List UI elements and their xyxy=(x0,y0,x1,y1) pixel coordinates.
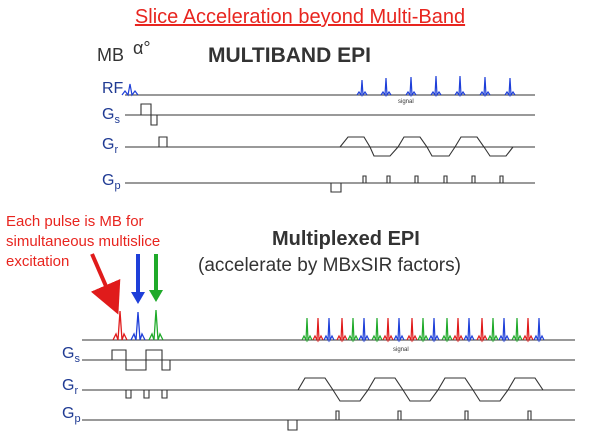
bottom-readout-train xyxy=(297,377,544,402)
bottom-slice-gradient xyxy=(111,349,171,371)
bottom-signal-label: signal xyxy=(393,347,409,353)
top-slice-gradient xyxy=(140,103,158,126)
top-gs-label: Gs xyxy=(102,106,120,127)
slide-title: Slice Acceleration beyond Multi-Band xyxy=(134,6,466,28)
green-arrow xyxy=(149,254,163,302)
bottom-echo-train xyxy=(301,317,545,343)
bottom-gp-label: Gp xyxy=(62,405,81,426)
top-rf-label: RF xyxy=(102,80,124,97)
blue-rf-pulse xyxy=(130,311,146,341)
multiplexed-epi-heading: Multiplexed EPI xyxy=(272,228,420,250)
blue-arrow xyxy=(131,254,145,304)
red-rf-pulse xyxy=(112,310,128,341)
bottom-readout-prephasers xyxy=(125,390,168,399)
multiband-epi-heading: MULTIBAND EPI xyxy=(208,44,371,67)
red-arrow xyxy=(90,253,121,315)
flip-angle-label: α° xyxy=(133,38,151,58)
top-readout-train xyxy=(339,136,514,157)
bottom-gs-label: Gs xyxy=(62,345,80,366)
top-readout-prephaser xyxy=(158,136,168,147)
top-gr-label: Gr xyxy=(102,136,119,157)
pulse-annotation: Each pulse is MB for simultaneous multis… xyxy=(6,213,161,270)
top-signal-label: signal xyxy=(398,99,414,105)
multiplexed-epi-subheading: (accelerate by MBxSIR factors) xyxy=(198,255,461,276)
top-phase-prephaser xyxy=(330,183,342,193)
top-gp-label: Gp xyxy=(102,172,121,193)
bottom-phase-prephaser xyxy=(287,420,298,431)
mb-label: MB xyxy=(97,45,124,65)
top-phase-blips xyxy=(362,175,504,183)
top-rf-pulse xyxy=(121,83,139,97)
bottom-gr-label: Gr xyxy=(62,377,79,398)
top-echo-train xyxy=(356,75,516,97)
green-rf-pulse xyxy=(148,309,164,341)
bottom-phase-blips xyxy=(335,410,532,420)
